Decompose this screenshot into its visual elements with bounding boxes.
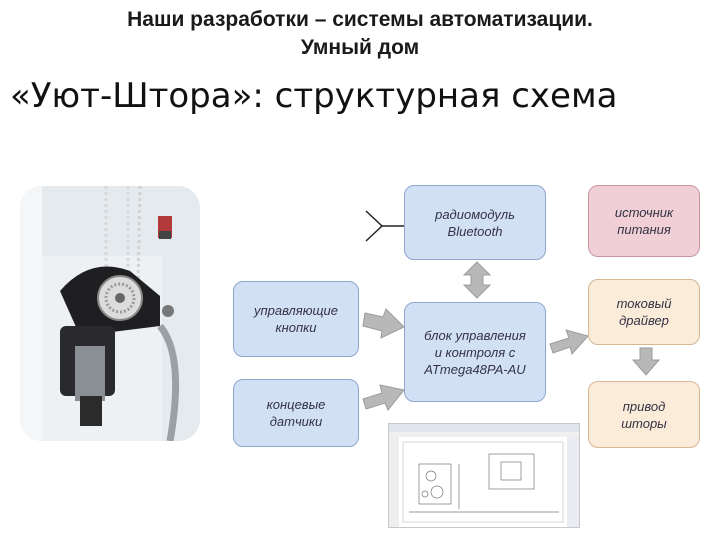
- header-line-2: Умный дом: [300, 36, 420, 59]
- limit-sensors-block: концевые датчики: [233, 379, 359, 447]
- limit-sensors-label-2: датчики: [269, 414, 323, 429]
- arrow-control-driver: [549, 329, 589, 356]
- control-unit-label-1: блок управления: [424, 327, 526, 343]
- cad-drawing-illustration: [389, 424, 579, 527]
- control-buttons-block: управляющие кнопки: [233, 281, 359, 357]
- antenna-icon: [365, 210, 404, 242]
- control-buttons-label-1: управляющие: [253, 303, 339, 318]
- motor-device-photo: [20, 186, 200, 441]
- motor-device-illustration: [20, 186, 200, 441]
- curtain-actuator-label-2: шторы: [621, 415, 667, 431]
- control-buttons-label-2: кнопки: [275, 320, 317, 335]
- current-driver-label-2: драйвер: [619, 313, 669, 328]
- power-source-label-1: источник: [614, 205, 674, 220]
- arrow-driver-actuator: [631, 347, 661, 376]
- page-header: Наши разработки – системы автоматизации.…: [0, 6, 720, 62]
- limit-sensors-label-1: концевые: [266, 397, 326, 412]
- control-unit-label-2: и контроля с: [434, 344, 516, 360]
- arrow-radio-control: [462, 261, 492, 299]
- current-driver-block: токовый драйвер: [588, 279, 700, 345]
- page-title: «Уют-Штора»: структурная схема: [10, 76, 618, 116]
- curtain-actuator-block: привод шторы: [588, 381, 700, 448]
- radio-module-label-2: Bluetooth: [447, 223, 503, 239]
- power-source-block: источник питания: [588, 185, 700, 257]
- header-line-1: Наши разработки – системы автоматизации.: [127, 8, 593, 31]
- cad-drawing-screenshot: [388, 423, 580, 528]
- curtain-actuator-label-1: привод: [622, 398, 666, 414]
- power-source-label-2: питания: [617, 222, 671, 237]
- radio-module-label-1: радиомодуль: [435, 206, 515, 222]
- control-unit-block: блок управления и контроля с ATmega48PA-…: [404, 302, 546, 402]
- current-driver-label-1: токовый: [616, 296, 672, 311]
- control-unit-label-3: ATmega48PA-AU: [424, 361, 526, 377]
- arrow-sensors-control: [362, 384, 405, 411]
- radio-module-block: радиомодуль Bluetooth: [404, 185, 546, 260]
- arrow-buttons-control: [362, 308, 405, 339]
